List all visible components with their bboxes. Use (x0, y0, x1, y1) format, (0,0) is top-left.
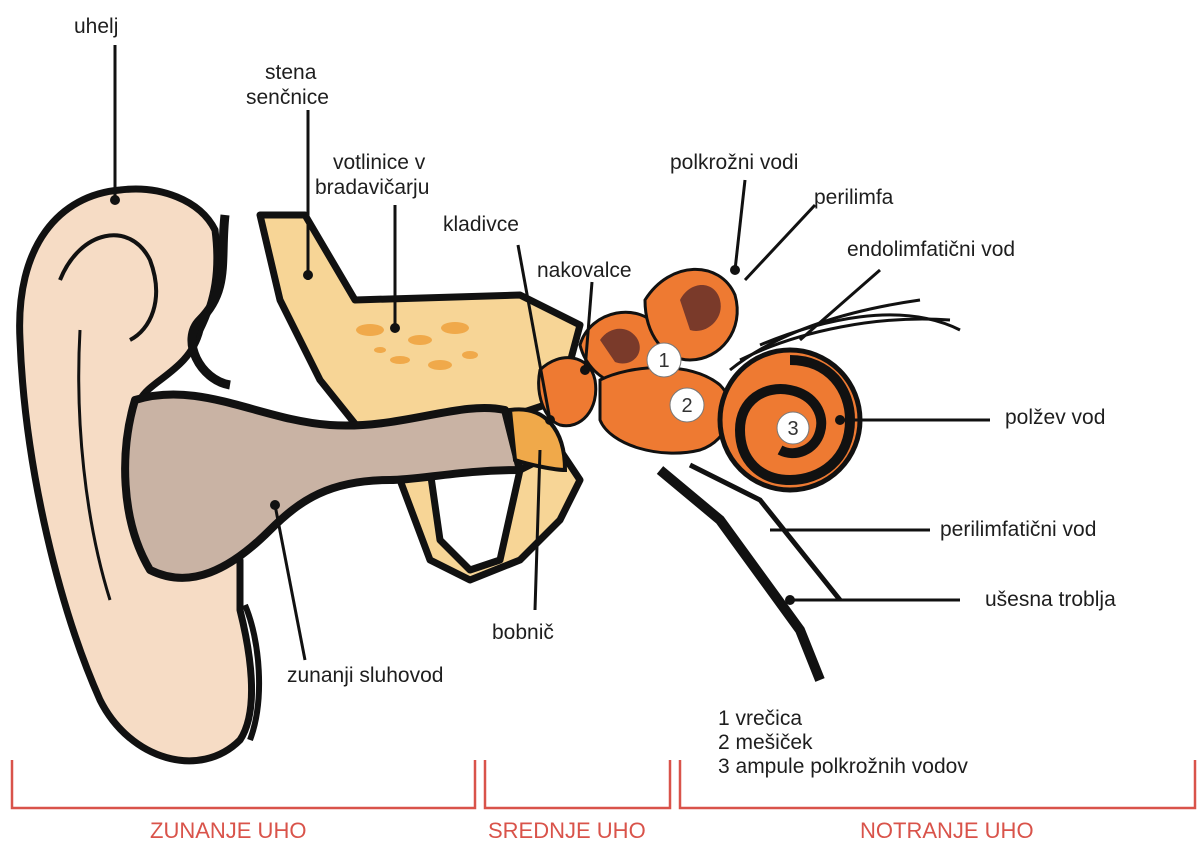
label-kladivce: kladivce (443, 212, 519, 237)
section-outer-ear: ZUNANJE UHO (150, 818, 306, 844)
label-polkrozni-vodi: polkrožni vodi (670, 150, 798, 175)
eustachian-tube (660, 470, 820, 680)
vestibule (600, 368, 730, 454)
section-middle-ear: SREDNJE UHO (488, 818, 646, 844)
label-polzev-vod: polžev vod (1005, 405, 1105, 430)
marker-1: 1 (647, 343, 681, 377)
legend-item-2: 2 mešiček (718, 731, 968, 755)
label-stena-line2: senčnice (246, 85, 329, 110)
legend: 1 vrečica 2 mešiček 3 ampule polkrožnih … (718, 707, 968, 779)
label-perilimfaticni-vod: perilimfatični vod (940, 517, 1096, 542)
legend-item-1: 1 vrečica (718, 707, 968, 731)
label-uhelj: uhelj (74, 14, 118, 39)
svg-text:3: 3 (787, 418, 798, 440)
marker-3: 3 (777, 412, 809, 444)
section-inner-ear: NOTRANJE UHO (860, 818, 1034, 844)
section-brackets (12, 760, 1195, 808)
label-votlinice-line1: votlinice v (333, 150, 425, 175)
label-nakovalce: nakovalce (537, 258, 632, 283)
label-stena-line1: stena (265, 60, 316, 85)
legend-item-3: 3 ampule polkrožnih vodov (718, 755, 968, 779)
svg-text:2: 2 (681, 395, 692, 417)
label-usesna-troblja: ušesna troblja (985, 587, 1116, 612)
svg-text:1: 1 (658, 350, 669, 372)
label-zunanji-sluhovod: zunanji sluhovod (287, 663, 443, 688)
label-perilimfa: perilimfa (814, 185, 893, 210)
label-endolimfaticni-vod: endolimfatični vod (847, 237, 1015, 262)
label-votlinice-line2: bradavičarju (315, 175, 429, 200)
ear-canal (125, 394, 520, 577)
label-bobnic: bobnič (492, 620, 554, 645)
marker-2: 2 (670, 388, 704, 422)
